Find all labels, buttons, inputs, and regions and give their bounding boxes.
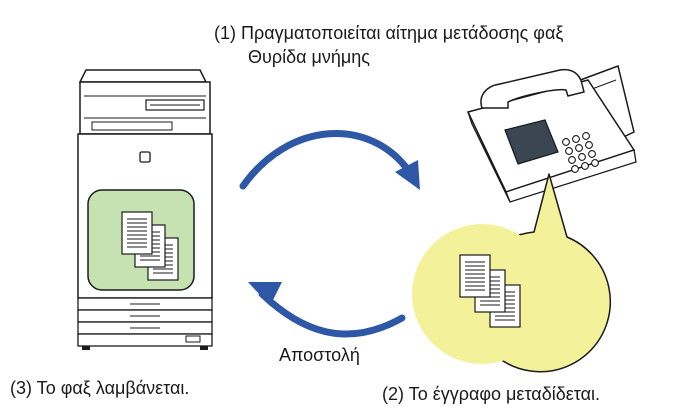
fax-machine-icon (466, 65, 637, 203)
document-bubble-icon (412, 173, 612, 373)
memory-box-icon (87, 189, 195, 291)
send-label: Αποστολή (279, 345, 360, 365)
request-arrow (239, 130, 420, 190)
step1-label: (1) Πραγματοποιείται αίτημα μετάδοσης φα… (214, 23, 564, 43)
send-arrow (248, 282, 406, 338)
step3-label: (3) Το φαξ λαμβάνεται. (10, 378, 190, 398)
memory-box-label: Θυρίδα μνήμης (248, 47, 370, 67)
step2-label: (2) Το έγγραφο μεταδίδεται. (382, 384, 601, 404)
